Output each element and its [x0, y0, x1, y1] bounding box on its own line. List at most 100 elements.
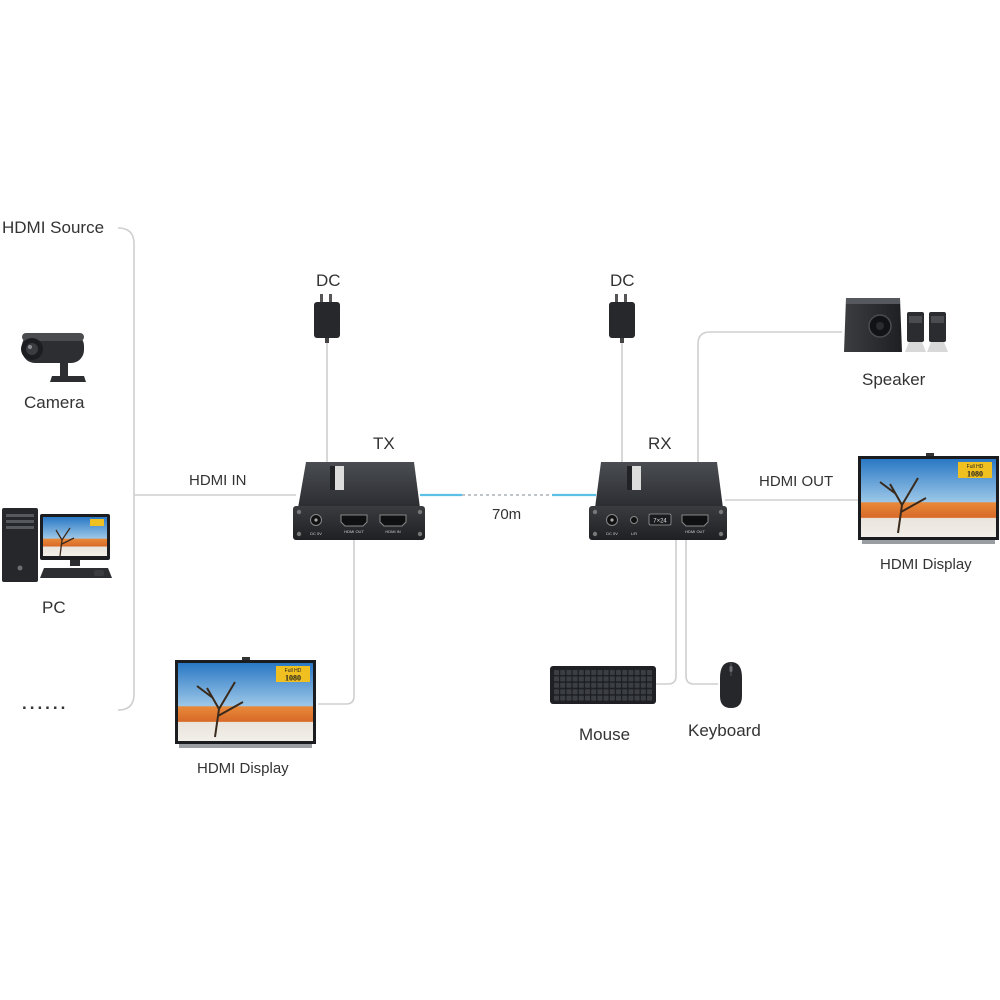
tx-device: DC 5V HDMI OUT HDMI IN — [293, 462, 425, 540]
keyboard-key — [591, 670, 597, 675]
hdmi-display-left-label: HDMI Display — [197, 760, 289, 777]
keyboard-key — [560, 670, 566, 675]
keyboard-key — [560, 695, 566, 701]
keyboard-key — [603, 689, 609, 695]
keyboard-key — [647, 682, 652, 688]
keyboard-key — [640, 682, 646, 688]
keyboard-key — [616, 695, 621, 701]
display-left-badge-line1: Full HD — [285, 668, 302, 674]
hdmi-display-left-icon: Full HD 1080 — [175, 657, 316, 748]
keyboard-key — [640, 676, 646, 682]
keyboard-key — [634, 676, 640, 682]
keyboard-key — [560, 682, 566, 688]
keyboard-key — [616, 682, 621, 688]
keyboard-key — [585, 689, 590, 695]
keyboard-key — [640, 695, 646, 701]
keyboard-key — [566, 689, 572, 695]
keyboard-key — [628, 676, 634, 682]
keyboard-key — [591, 689, 597, 695]
keyboard-key — [603, 670, 609, 675]
keyboard-key — [609, 689, 615, 695]
tx-display-wire — [318, 540, 355, 705]
hdmi-display-right-label: HDMI Display — [880, 556, 972, 573]
keyboard-key — [578, 676, 584, 682]
keyboard-key — [578, 695, 584, 701]
rx-port-ir-label: L/R — [631, 531, 637, 536]
keyboard-key — [578, 689, 584, 695]
display-right-badge-line1: Full HD — [967, 464, 984, 470]
mouse-icon — [720, 662, 742, 708]
mouse-label: Mouse — [579, 725, 631, 744]
keyboard-key — [578, 670, 584, 675]
keyboard-key — [572, 682, 578, 688]
distance-label: 70m — [492, 506, 522, 523]
keyboard-key — [572, 670, 578, 675]
rx-speaker-wire — [697, 331, 842, 462]
keyboard-key — [603, 682, 609, 688]
display-left-badge-line2: 1080 — [285, 674, 301, 683]
rx-keyboard-wire — [656, 540, 677, 685]
keyboard-key — [597, 670, 603, 675]
keyboard-key — [628, 682, 634, 688]
keyboard-key — [609, 695, 615, 701]
keyboard-key — [616, 676, 621, 682]
keyboard-key — [634, 695, 640, 701]
pc-label: PC — [42, 598, 66, 617]
keyboard-key — [597, 676, 603, 682]
keyboard-key — [647, 689, 652, 695]
keyboard-key — [622, 676, 628, 682]
tx-port-hdmi-in-label: HDMI IN — [385, 529, 400, 534]
keyboard-key — [622, 670, 628, 675]
keyboard-key — [609, 670, 615, 675]
keyboard-key — [585, 682, 590, 688]
keyboard-key — [554, 676, 559, 682]
hdmi-source-label: HDMI Source — [2, 218, 105, 237]
rx-port-hdmi-out-label: HDMI OUT — [685, 529, 705, 534]
keyboard-key — [566, 695, 572, 701]
hdmi-out-label: HDMI OUT — [759, 473, 834, 490]
keyboard-label: Keyboard — [688, 721, 761, 740]
keyboard-key — [591, 695, 597, 701]
hdmi-in-label: HDMI IN — [189, 472, 247, 489]
rx-port-dc-label: DC 5V — [606, 531, 618, 536]
keyboard-key — [566, 676, 572, 682]
pc-icon — [2, 508, 112, 582]
keyboard-key — [554, 689, 559, 695]
tx-dc-label: DC — [316, 271, 341, 290]
keyboard-key — [597, 695, 603, 701]
keyboard-key — [591, 682, 597, 688]
keyboard-key — [572, 676, 578, 682]
display-right-badge-line2: 1080 — [967, 470, 983, 479]
keyboard-key — [572, 695, 578, 701]
keyboard-key — [578, 682, 584, 688]
tx-power-adapter-icon — [314, 294, 340, 343]
keyboard-key — [566, 682, 572, 688]
camera-icon — [21, 333, 86, 382]
keyboard-key — [634, 689, 640, 695]
keyboard-key — [572, 689, 578, 695]
keyboard-key — [647, 695, 652, 701]
keyboard-key — [640, 689, 646, 695]
more-sources-label: ...... — [22, 694, 69, 713]
tx-port-hdmi-out-label: HDMI OUT — [344, 529, 364, 534]
rx-dc-label: DC — [610, 271, 635, 290]
rx-label: RX — [648, 434, 672, 453]
keyboard-key — [554, 670, 559, 675]
keyboard-key — [603, 676, 609, 682]
keyboard-key — [622, 695, 628, 701]
rx-mouse-wire — [685, 540, 718, 685]
keyboard-key — [591, 676, 597, 682]
wires — [117, 227, 858, 711]
speaker-label: Speaker — [862, 370, 926, 389]
keyboard-key — [597, 689, 603, 695]
camera-label: Camera — [24, 393, 85, 412]
keyboard-key — [585, 670, 590, 675]
keyboard-key — [597, 682, 603, 688]
tx-port-dc-label: DC 5V — [310, 531, 322, 536]
keyboard-key — [616, 689, 621, 695]
keyboard-key — [628, 670, 634, 675]
keyboard-key — [603, 695, 609, 701]
rx-power-adapter-icon — [609, 294, 635, 343]
keyboard-key — [647, 670, 652, 675]
